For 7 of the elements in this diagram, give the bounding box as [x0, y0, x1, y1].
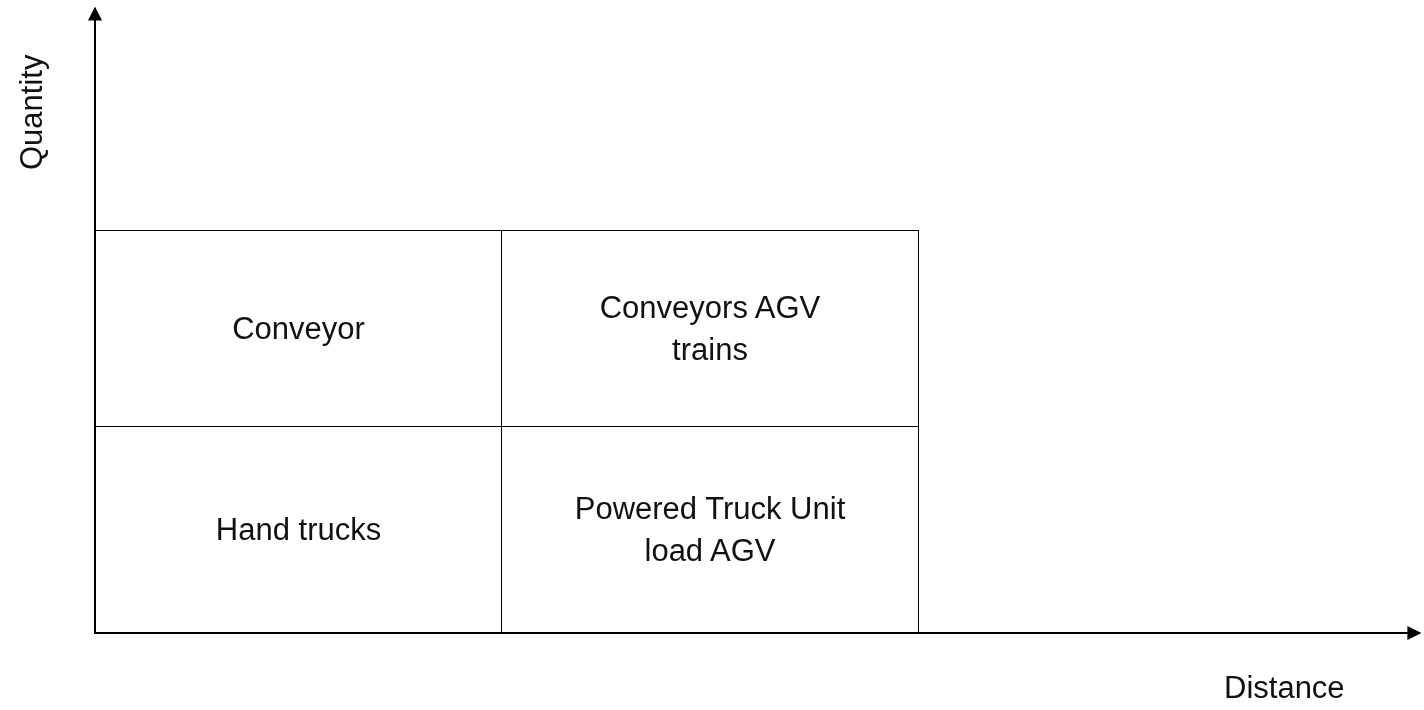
cell-label: Hand trucks — [215, 510, 382, 549]
cell-label: Powered Truck Unit load AGV — [573, 489, 847, 570]
axis-title: Quantity — [14, 54, 50, 170]
grid-cell — [501, 230, 919, 427]
cell-label: Conveyor — [232, 309, 365, 348]
axis-title: Distance — [1224, 670, 1345, 706]
cell-label: Conveyors AGV trains — [598, 288, 822, 369]
